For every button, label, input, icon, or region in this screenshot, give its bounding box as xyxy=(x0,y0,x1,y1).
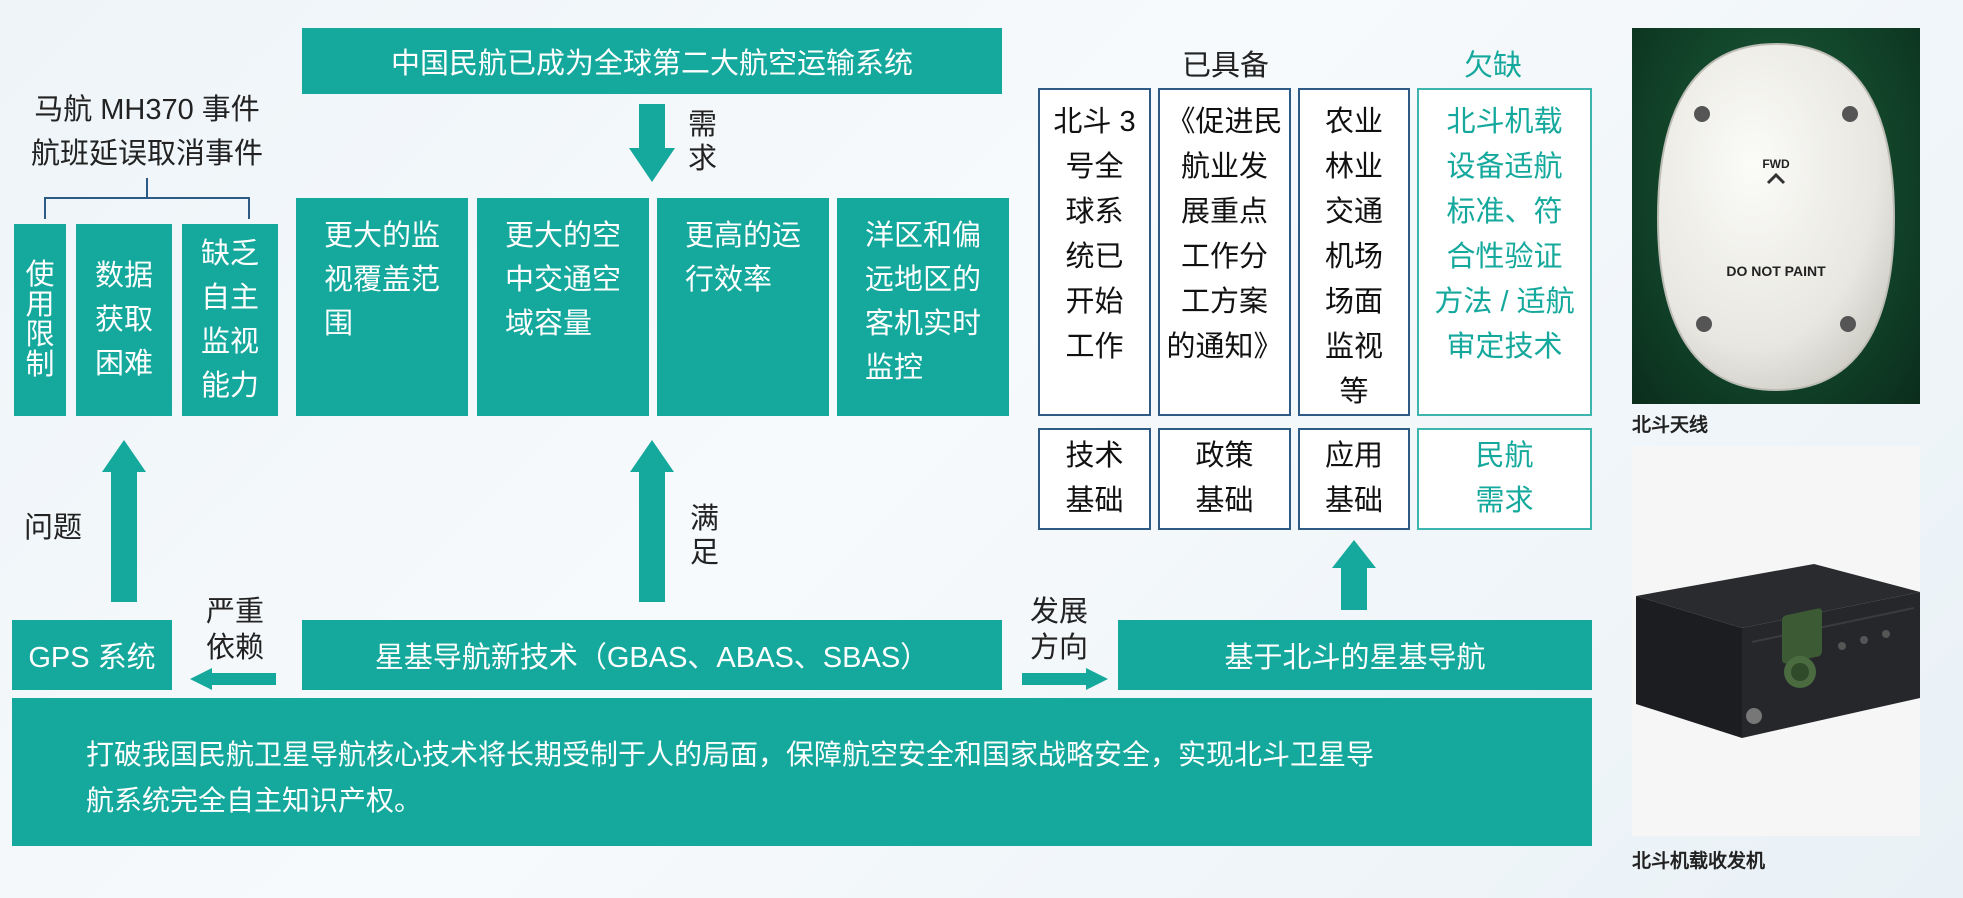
basis-technology: 技术 基础 xyxy=(1038,428,1151,530)
antenna-paint-label: DO NOT PAINT xyxy=(1726,263,1826,279)
have-heading: 已具备 xyxy=(1182,50,1270,82)
antenna-fwd-label: FWD xyxy=(1762,157,1790,171)
beidou-box: 基于北斗的星基导航 xyxy=(1118,620,1592,690)
need-airspace: 更大的空 中交通空 域容量 xyxy=(477,198,649,416)
transceiver-caption: 北斗机载收发机 xyxy=(1632,851,1766,872)
transceiver-photo xyxy=(1632,446,1920,836)
basis-policy: 政策 基础 xyxy=(1158,428,1291,530)
need-efficiency: 更高的运 行效率 xyxy=(657,198,829,416)
problem-data-difficulty: 数据 获取 困难 xyxy=(76,224,172,416)
problem-lack-surveillance: 缺乏 自主 监视 能力 xyxy=(182,224,278,416)
problem-usage-limit: 使 用 限 制 xyxy=(14,224,66,416)
gps-box: GPS 系统 xyxy=(12,620,172,690)
basis-application: 应用 基础 xyxy=(1298,428,1410,530)
direction-arrow xyxy=(1022,668,1108,690)
need-coverage: 更大的监 视覆盖范 围 xyxy=(296,198,468,416)
antenna-caption: 北斗天线 xyxy=(1632,415,1709,436)
antenna-photo: FWD DO NOT PAINT xyxy=(1632,28,1920,404)
problem-label: 问题 xyxy=(24,512,83,544)
lack-airworthiness: 北斗机载 设备适航 标准、符 合性验证 方法 / 适航 审定技术 xyxy=(1417,88,1592,416)
antenna-svg: FWD DO NOT PAINT xyxy=(1656,42,1896,392)
transceiver-svg xyxy=(1636,564,1920,738)
need-remote-monitoring: 洋区和偏 远地区的 客机实时 监控 xyxy=(837,198,1009,416)
top-banner: 中国民航已成为全球第二大航空运输系统 xyxy=(302,28,1002,94)
direction-label: 发展 方向 xyxy=(1030,596,1089,664)
events-bracket xyxy=(44,197,250,219)
lack-heading: 欠缺 xyxy=(1464,50,1523,82)
basis-civil-aviation-need: 民航 需求 xyxy=(1417,428,1592,530)
application-arrow xyxy=(1332,540,1376,610)
demand-label: 需 求 xyxy=(688,109,718,175)
satisfy-arrow xyxy=(630,440,674,602)
events-text: 马航 MH370 事件 航班延误取消事件 xyxy=(30,94,263,170)
demand-arrow xyxy=(629,104,675,184)
satisfy-label: 满 足 xyxy=(690,503,720,569)
problem-arrow xyxy=(102,440,146,602)
dependency-arrow xyxy=(190,668,276,690)
have-policy-notice: 《促进民 航业发 展重点 工作分 工方案 的通知》 xyxy=(1158,88,1291,416)
dependency-label: 严重 依赖 xyxy=(206,596,265,664)
bottom-conclusion: 打破我国民航卫星导航核心技术将长期受制于人的局面，保障航空安全和国家战略安全，实… xyxy=(12,698,1592,846)
have-applications: 农业 林业 交通 机场 场面 监视 等 xyxy=(1298,88,1410,416)
sbn-box: 星基导航新技术（GBAS、ABAS、SBAS） xyxy=(302,620,1002,690)
have-beidou3: 北斗 3 号全 球系 统已 开始 工作 xyxy=(1038,88,1151,416)
